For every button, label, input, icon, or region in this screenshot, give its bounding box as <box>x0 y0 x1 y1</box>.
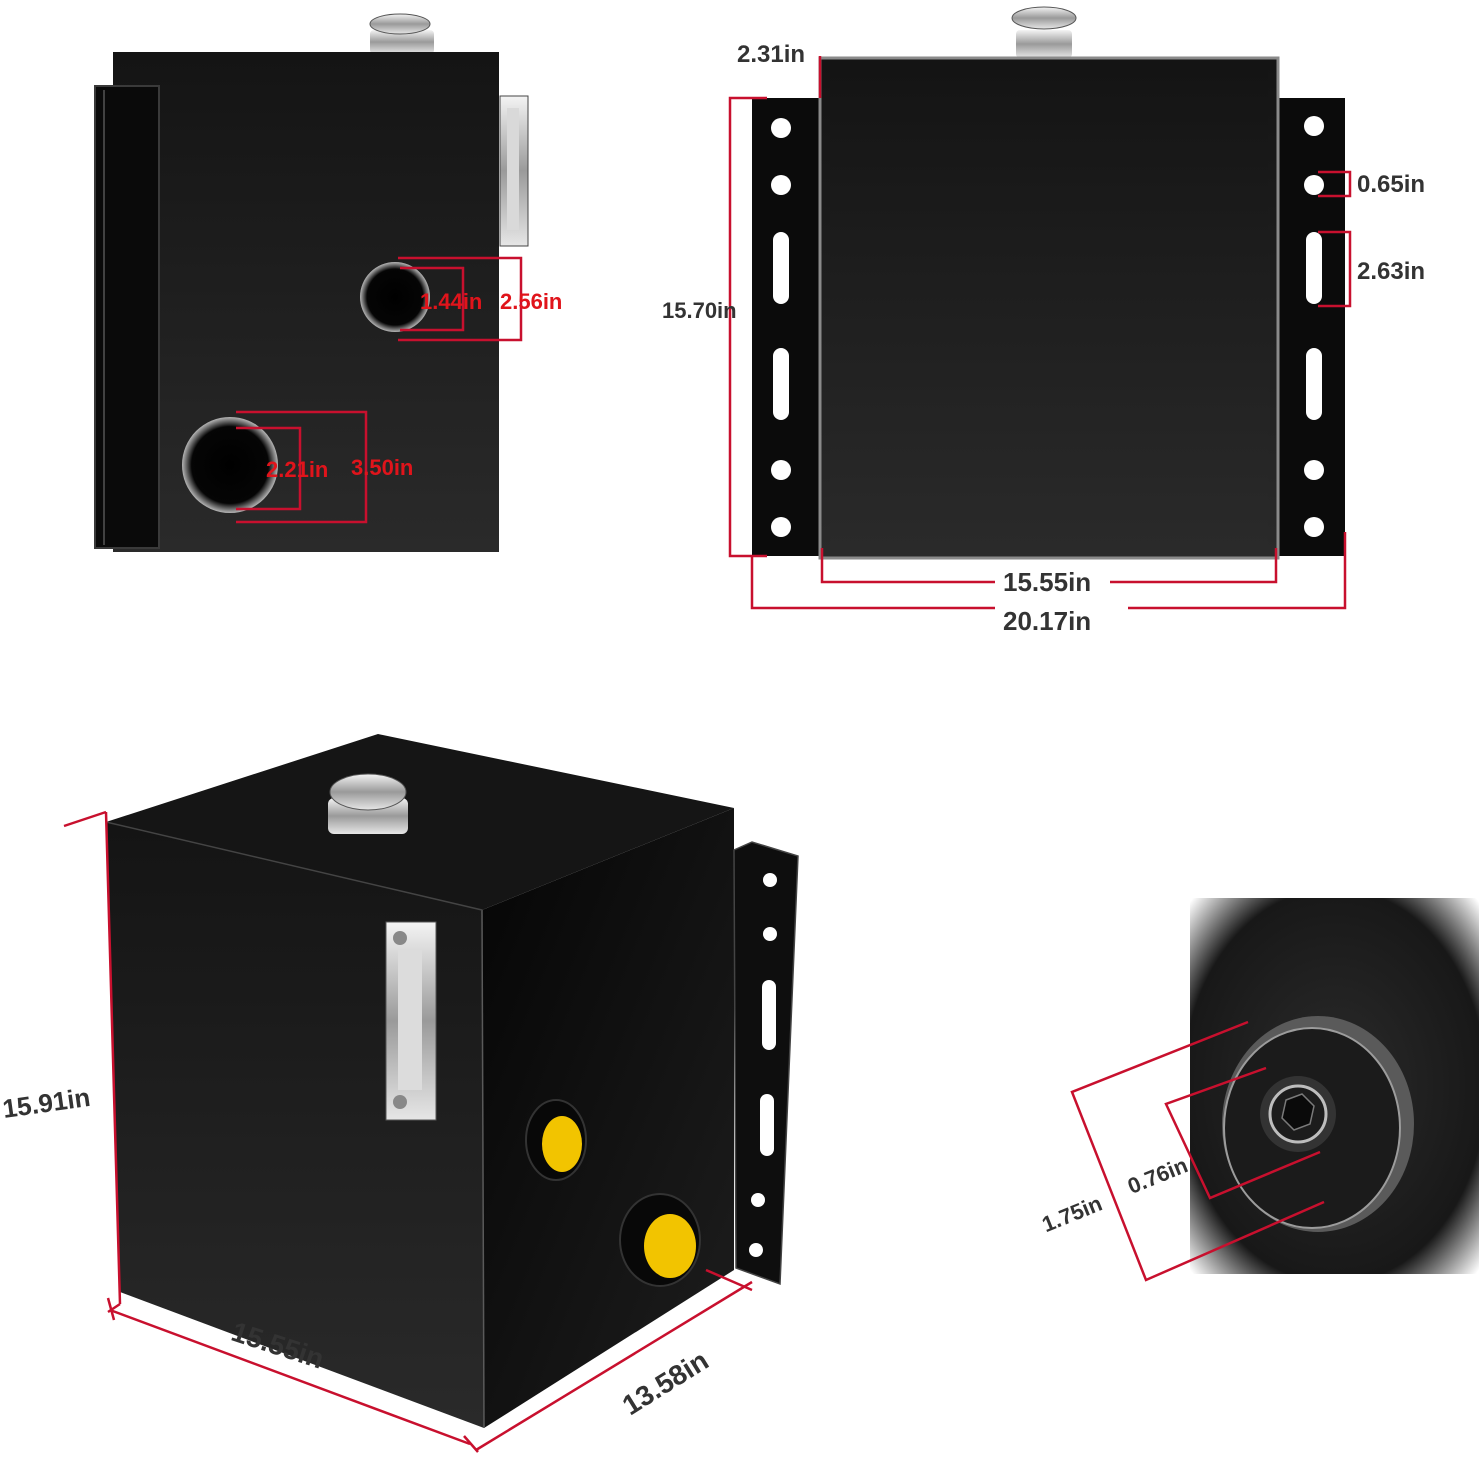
tank-top-face <box>106 734 734 910</box>
side-view: 1.44in 2.56in 2.21in 3.50in <box>94 13 562 552</box>
body-width-dim: 15.55in <box>1003 567 1091 597</box>
mounting-flange <box>94 85 160 549</box>
small-port-inner-dim: 1.44in <box>420 289 482 314</box>
filler-cap-icon <box>369 13 431 35</box>
small-port <box>360 262 430 332</box>
right-flange <box>1275 98 1345 556</box>
small-port-outer-dim: 2.56in <box>500 289 562 314</box>
filler-cap-neck <box>370 30 434 54</box>
detail-inner-dim: 0.76in <box>1124 1152 1191 1199</box>
iso-flange <box>733 841 799 1286</box>
upper-plug-icon <box>542 1116 582 1172</box>
iso-filler-cap-icon <box>329 773 407 811</box>
flange-width-dim: 2.31in <box>737 41 805 68</box>
detail-outer-dim: 1.75in <box>1038 1191 1105 1238</box>
flange-holes <box>771 116 1324 537</box>
isometric-view: 15.91in 15.55in 13.58in <box>1 734 799 1453</box>
slot-length-dim: 2.63in <box>1357 258 1425 285</box>
large-port-inner-dim: 2.21in <box>266 457 328 482</box>
plug-detail-view: 1.75in 0.76in <box>1038 898 1479 1282</box>
front-view: 2.31in 15.70in 0.65in 2.63in 15.55in 20.… <box>662 6 1425 636</box>
iso-flange-holes <box>749 873 777 1257</box>
front-filler-cap-icon <box>1011 6 1077 30</box>
tank-side-body <box>113 52 499 552</box>
overall-width-dim: 20.17in <box>1003 606 1091 636</box>
large-port-outer-dim: 3.50in <box>351 455 413 480</box>
front-height-dim: 15.70in <box>662 298 737 323</box>
left-flange <box>752 98 822 556</box>
large-port <box>182 417 278 513</box>
iso-height-dim: 15.91in <box>1 1082 92 1124</box>
hole-diameter-dim: 0.65in <box>1357 171 1425 198</box>
tank-right-face <box>482 808 734 1428</box>
lower-plug-icon <box>644 1214 696 1278</box>
